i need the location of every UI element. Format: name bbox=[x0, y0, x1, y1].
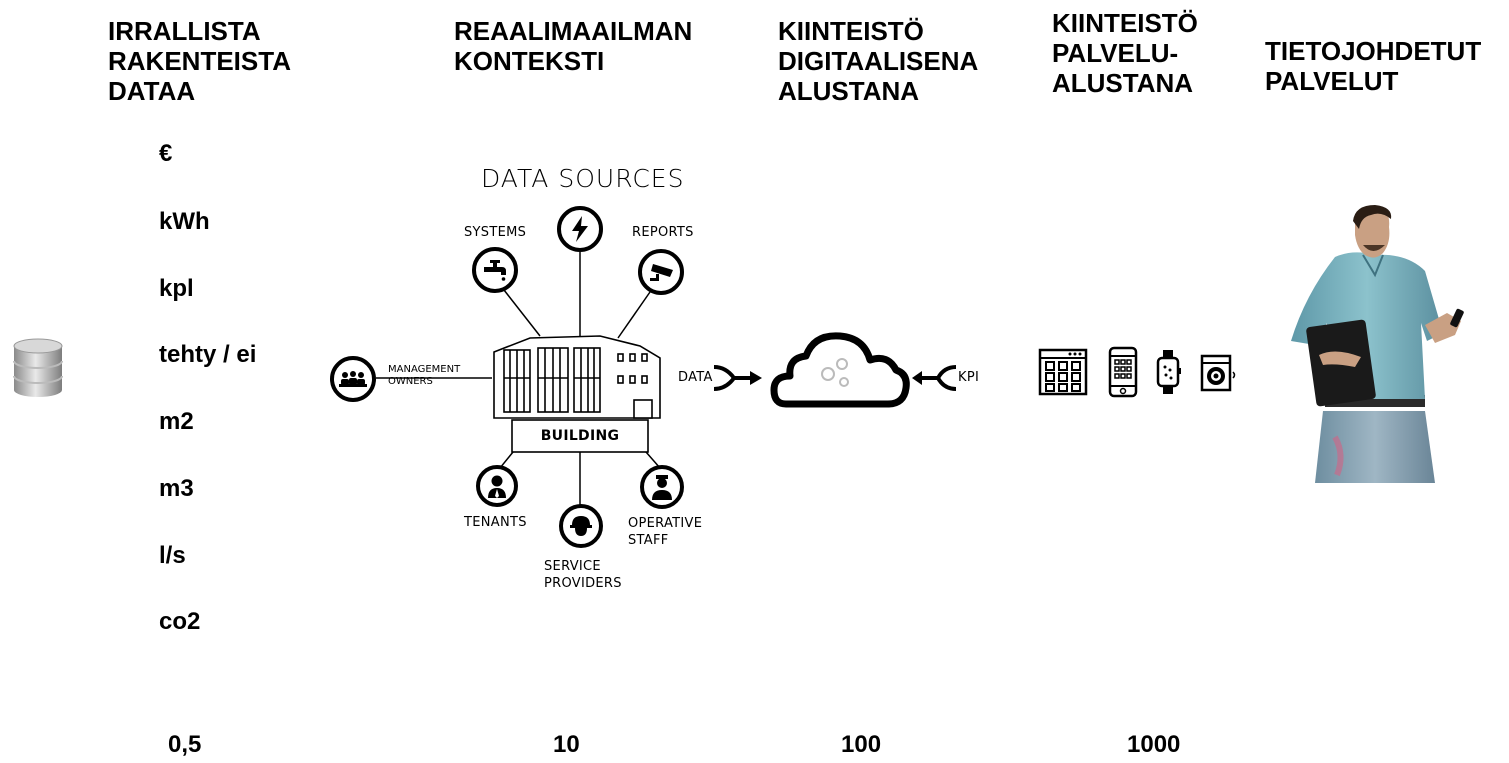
cloud-gears-icon bbox=[770, 332, 910, 408]
people-meeting-icon bbox=[339, 371, 367, 387]
tenants-icon-circle bbox=[476, 465, 518, 507]
multiplier-col-3: 100 bbox=[841, 731, 882, 758]
unit-done: tehty / ei bbox=[159, 341, 257, 368]
tenants-label: TENANTS bbox=[464, 515, 527, 530]
unit-euro: € bbox=[159, 140, 173, 167]
multiplier-col-1: 0,5 bbox=[168, 731, 202, 758]
lightning-icon bbox=[572, 216, 588, 242]
lightning-icon-circle bbox=[557, 206, 603, 252]
tenant-person-icon bbox=[488, 475, 506, 498]
data-label: DATA bbox=[678, 370, 713, 385]
unit-m3: m3 bbox=[159, 475, 194, 502]
cctv-camera-icon bbox=[650, 264, 673, 281]
data-sources-title: DATA SOURCES bbox=[481, 164, 685, 193]
reports-icon-circle bbox=[638, 249, 684, 295]
washing-machine-icon bbox=[1200, 354, 1236, 392]
management-icon-circle bbox=[330, 356, 376, 402]
hardhat-worker-icon bbox=[570, 516, 592, 536]
reports-label: REPORTS bbox=[632, 225, 694, 240]
faucet-icon bbox=[484, 260, 506, 281]
tablet-grid-icon bbox=[1038, 348, 1088, 396]
staff-person-icon bbox=[652, 475, 672, 500]
unit-kwh: kWh bbox=[159, 208, 210, 235]
systems-icon-circle bbox=[472, 247, 518, 293]
kpi-arrow-icon bbox=[912, 365, 957, 391]
unit-kpl: kpl bbox=[159, 275, 194, 302]
multiplier-col-2: 10 bbox=[553, 731, 580, 758]
man-with-phone-photo bbox=[1291, 205, 1464, 483]
building-icon bbox=[493, 335, 661, 453]
multiplier-col-4: 1000 bbox=[1127, 731, 1181, 758]
systems-label: SYSTEMS bbox=[464, 225, 527, 240]
smartwatch-icon bbox=[1156, 350, 1181, 394]
building-label: BUILDING bbox=[540, 428, 620, 444]
data-arrow-icon bbox=[713, 365, 762, 391]
kpi-label: KPI bbox=[958, 370, 980, 385]
database-icon bbox=[13, 338, 63, 397]
unit-ls: l/s bbox=[159, 542, 186, 569]
service-providers-icon-circle bbox=[559, 504, 603, 548]
phone-icon bbox=[1108, 346, 1138, 398]
unit-m2: m2 bbox=[159, 408, 194, 435]
operative-staff-icon-circle bbox=[640, 465, 684, 509]
unit-co2: co2 bbox=[159, 608, 201, 635]
